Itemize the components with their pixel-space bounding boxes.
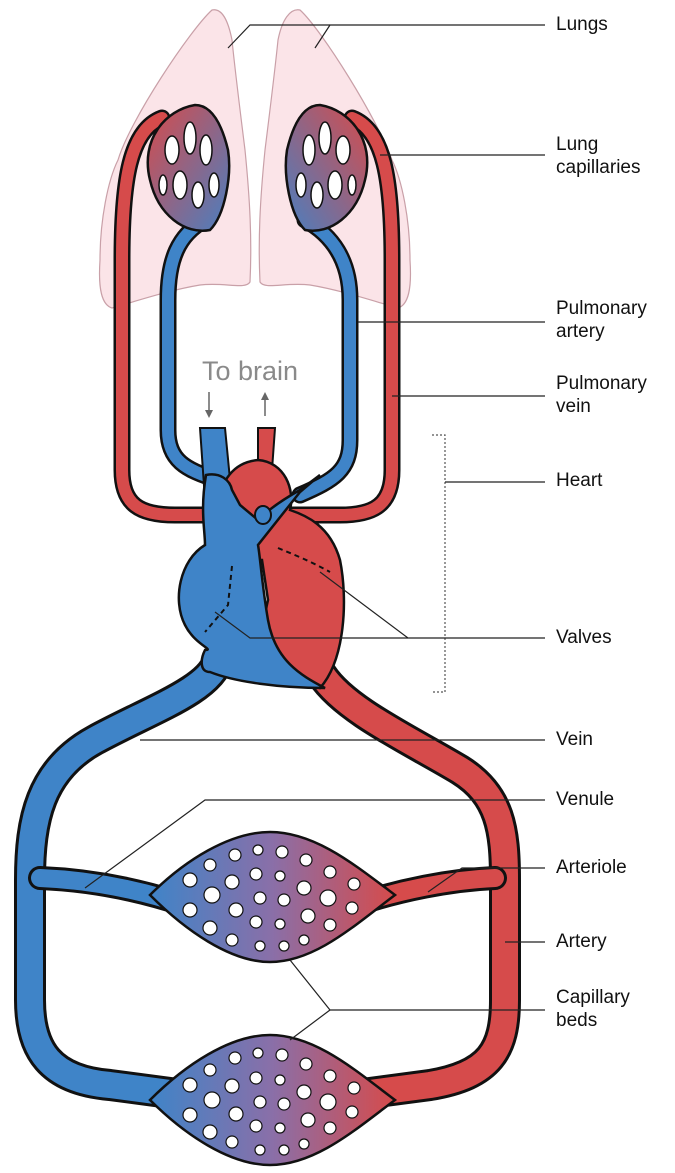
capillary-bed-upper <box>150 832 395 962</box>
label-pulmonary-artery-line1: Pulmonary <box>556 298 647 320</box>
label-capillary-beds-line1: Capillary <box>556 987 630 1009</box>
label-lung-capillaries-line1: Lung <box>556 134 598 156</box>
label-vein: Vein <box>556 729 593 751</box>
label-heart: Heart <box>556 470 602 492</box>
label-pulmonary-artery-line2: artery <box>556 321 605 343</box>
to-brain-arrows <box>205 392 269 418</box>
heart-bracket <box>432 435 445 692</box>
label-valves: Valves <box>556 627 612 649</box>
label-arteriole: Arteriole <box>556 857 627 879</box>
label-pulmonary-vein-line1: Pulmonary <box>556 373 647 395</box>
label-to-brain: To brain <box>202 356 298 387</box>
label-venule: Venule <box>556 789 614 811</box>
label-lung-capillaries-line2: capillaries <box>556 157 640 179</box>
label-pulmonary-vein-line2: vein <box>556 396 591 418</box>
label-lungs: Lungs <box>556 14 608 36</box>
label-artery: Artery <box>556 931 607 953</box>
capillary-bed-lower <box>150 1035 395 1165</box>
label-capillary-beds-line2: beds <box>556 1010 597 1032</box>
